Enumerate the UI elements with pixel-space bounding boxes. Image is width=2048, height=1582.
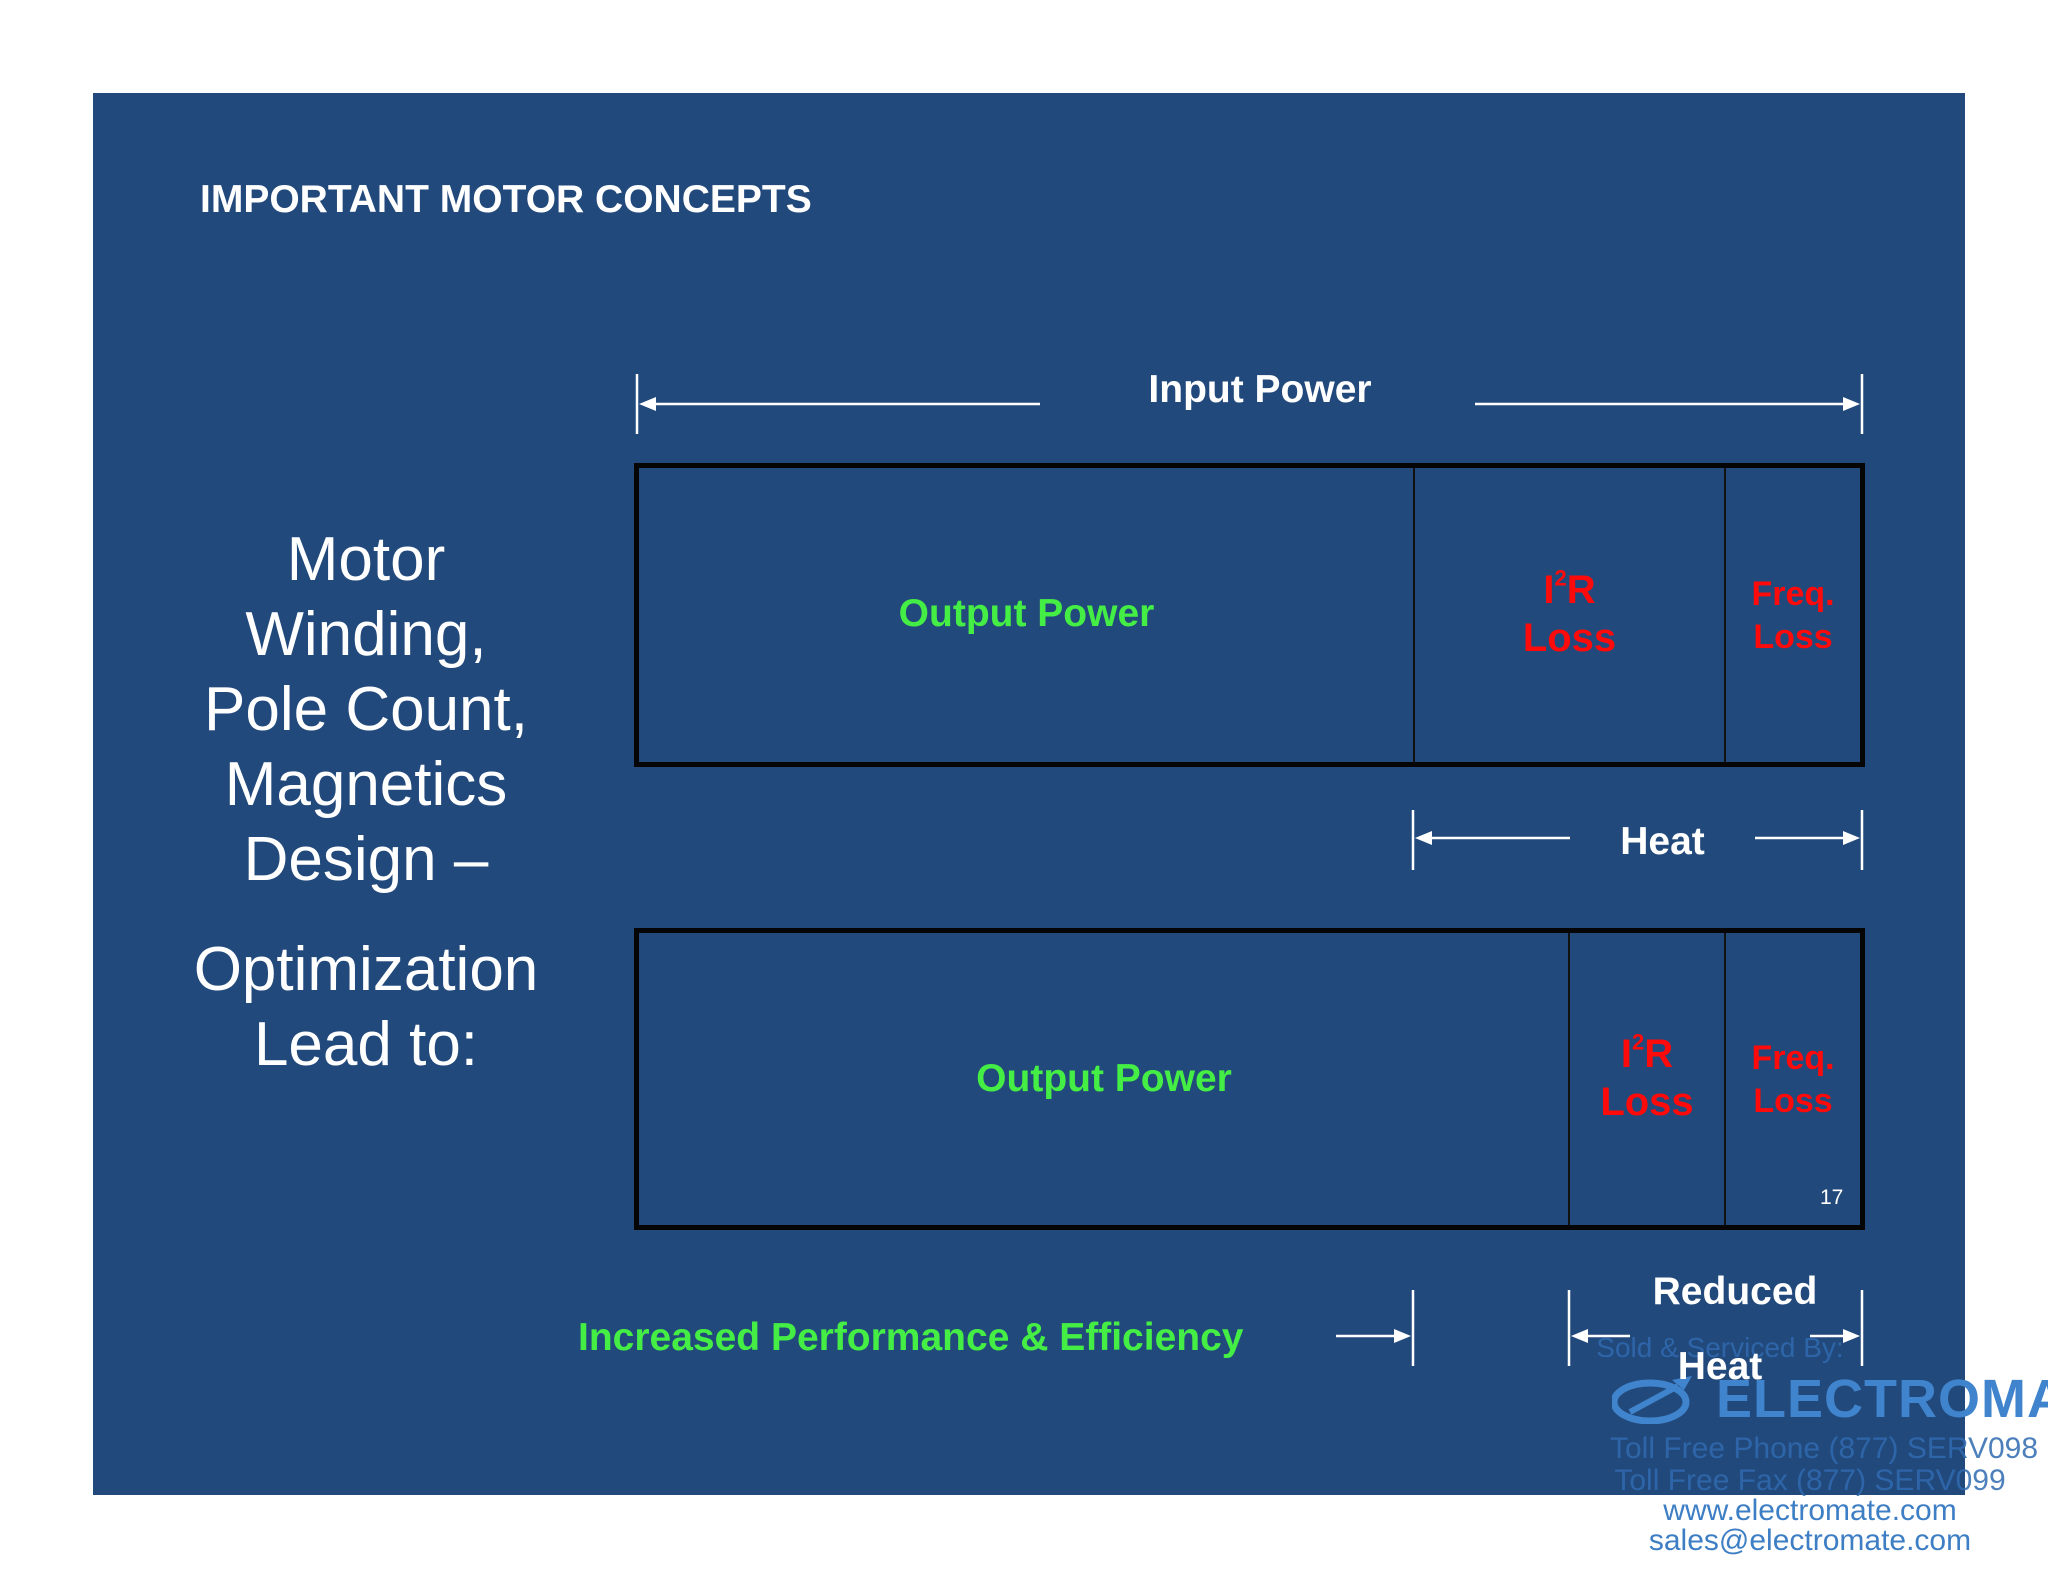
bottom-output-power-label: Output Power [976, 1057, 1232, 1100]
watermark-website[interactable]: www.electromate.com [1663, 1494, 1957, 1527]
slide-title: IMPORTANT MOTOR CONCEPTS [200, 178, 812, 221]
left-text-line-2: Winding, [245, 600, 487, 669]
bottom-freq-word: Freq. [1751, 1039, 1835, 1077]
bottom-bar-divider-2 [1724, 933, 1726, 1225]
top-i2r-loss-label: I2R Loss [1415, 566, 1724, 662]
top-freq-word: Freq. [1751, 575, 1835, 613]
top-output-power-label: Output Power [898, 592, 1155, 635]
left-text-line-1: Motor [286, 525, 446, 594]
left-text-block-2: Optimization Lead to: [150, 932, 582, 1082]
reduced-heat-label: Heat [1677, 1345, 1763, 1388]
watermark-sold-by: Sold & Serviced By: [1596, 1332, 1844, 1363]
bottom-i2r-loss-label: I2R Loss [1570, 1030, 1724, 1126]
electromate-logo-icon [1610, 1372, 1698, 1425]
page-number: 17 [1820, 1186, 1844, 1209]
left-text-line-6: Optimization [193, 935, 539, 1004]
bottom-i2r-loss-word: Loss [1600, 1080, 1694, 1124]
top-bar-divider-1 [1413, 468, 1415, 762]
bottom-power-bar [634, 928, 1865, 1230]
watermark-fax: Toll Free Fax (877) SERV099 [1614, 1464, 2006, 1497]
top-power-bar [634, 463, 1865, 767]
left-text-line-4: Magnetics [224, 750, 508, 819]
left-text-line-3: Pole Count, [204, 675, 528, 744]
slide-background [93, 93, 1965, 1495]
reduced-label: Reduced [1652, 1270, 1818, 1313]
watermark-phone: Toll Free Phone (877) SERV098 [1610, 1432, 2039, 1465]
left-text-line-5: Design – [243, 825, 489, 894]
top-bar-divider-2 [1724, 468, 1726, 762]
heat-label: Heat [1620, 820, 1705, 863]
bottom-i2r-label: I2R [1620, 1029, 1674, 1076]
top-i2r-label: I2R [1543, 565, 1596, 612]
top-freq-loss-word: Loss [1753, 618, 1833, 656]
bottom-freq-loss-word: Loss [1753, 1082, 1833, 1120]
top-freq-loss-label: Freq. Loss [1726, 573, 1860, 659]
top-i2r-loss-word: Loss [1522, 616, 1617, 660]
watermark-brand: ELECTROMATE [1716, 1369, 2048, 1429]
left-text-block-1: Motor Winding, Pole Count, Magnetics Des… [150, 522, 582, 897]
bottom-freq-loss-label: Freq. Loss [1726, 1037, 1860, 1123]
increased-performance-label: Increased Performance & Efficiency [578, 1316, 1244, 1359]
watermark-email[interactable]: sales@electromate.com [1648, 1524, 1972, 1557]
left-text-line-7: Lead to: [253, 1010, 479, 1079]
bottom-bar-divider-1 [1568, 933, 1570, 1225]
input-power-label: Input Power [1148, 368, 1372, 411]
